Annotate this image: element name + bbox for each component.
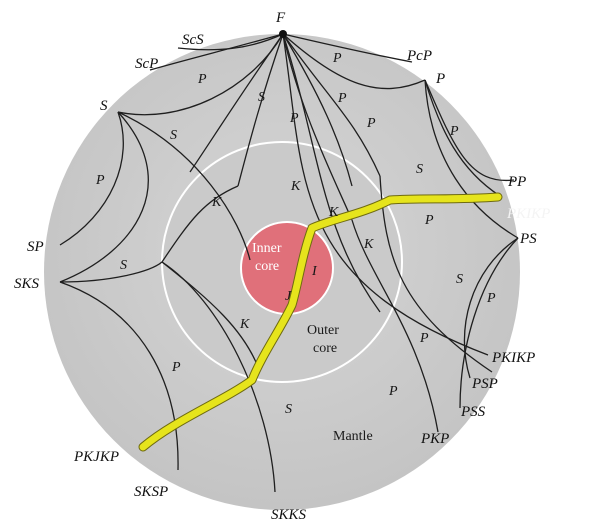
label-pcp: PcP <box>406 48 432 64</box>
label-pp: PP <box>507 174 526 190</box>
label-p-top: P <box>435 71 445 87</box>
seg-p: P <box>95 173 105 188</box>
seg-k: K <box>363 237 374 252</box>
label-s-top: S <box>100 98 108 114</box>
focus-label: F <box>275 10 286 26</box>
seg-k: K <box>239 317 250 332</box>
seg-p: P <box>419 331 429 346</box>
label-pkikp: PKIKP <box>491 350 535 366</box>
seg-p: P <box>449 124 459 139</box>
label-psp: PSP <box>471 376 498 392</box>
seg-s: S <box>416 162 423 177</box>
seg-p: P <box>486 291 496 306</box>
seg-s: S <box>170 128 177 143</box>
seg-p: P <box>337 91 347 106</box>
seg-s: S <box>285 402 292 417</box>
seg-k: K <box>290 179 301 194</box>
label-pkp: PKP <box>420 431 449 447</box>
label-pkjkp: PKJKP <box>73 449 119 465</box>
outer-core-label-1: Outer <box>307 323 339 338</box>
seg-s: S <box>258 90 265 105</box>
seg-p: P <box>366 116 376 131</box>
label-skks: SKKS <box>271 507 307 523</box>
seg-p: P <box>424 213 434 228</box>
label-sp: SP <box>27 239 44 255</box>
seg-s: S <box>456 272 463 287</box>
label-scp: ScP <box>135 56 158 72</box>
seg-p: P <box>289 111 299 126</box>
label-pkikp-white: PKIKP <box>506 206 550 222</box>
seg-p: P <box>332 51 342 66</box>
inner-core-label-1: Inner <box>252 241 282 256</box>
label-ps: PS <box>519 231 537 247</box>
seg-p: P <box>197 72 207 87</box>
label-pss: PSS <box>460 404 486 420</box>
seg-j: J <box>285 289 292 304</box>
seg-p: P <box>388 384 398 399</box>
label-sksp: SKSP <box>134 484 168 500</box>
mantle-label: Mantle <box>333 429 373 444</box>
seg-k: K <box>211 195 222 210</box>
label-scs: ScS <box>182 32 204 48</box>
outer-core-label-2: core <box>313 341 337 356</box>
seg-s: S <box>120 258 127 273</box>
seg-k: K <box>328 205 339 220</box>
inner-core-label-2: core <box>255 259 279 274</box>
focus-point <box>279 30 287 38</box>
label-sks: SKS <box>14 276 40 292</box>
seg-p: P <box>171 360 181 375</box>
